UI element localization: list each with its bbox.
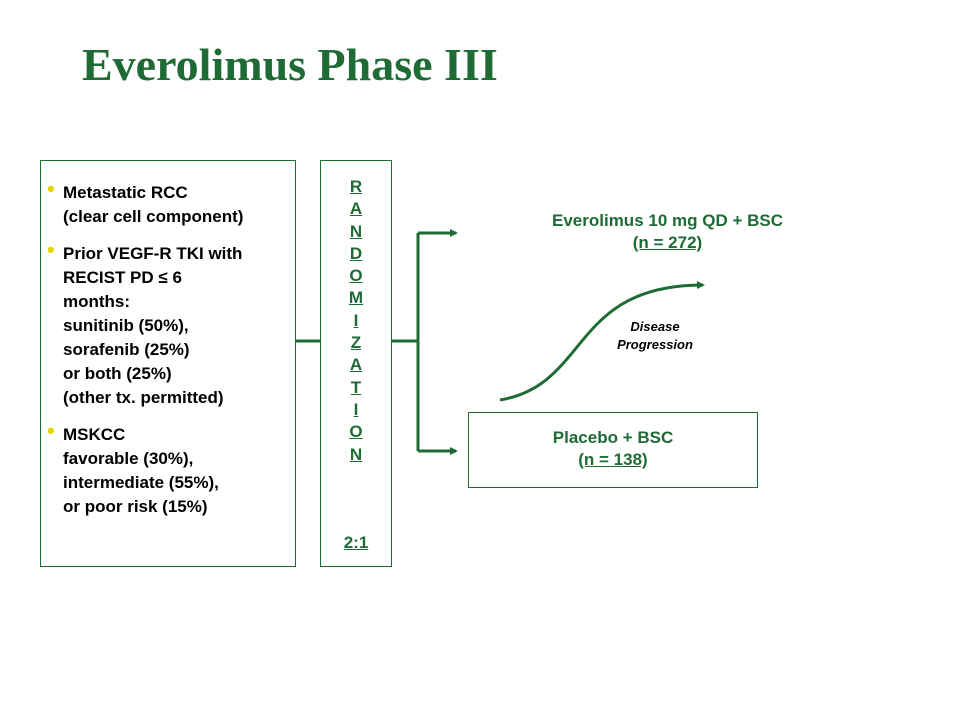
criterion-line: or both (25%) <box>63 364 172 383</box>
eligibility-box: • Metastatic RCC (clear cell component) … <box>40 160 296 567</box>
eligibility-list: • Metastatic RCC (clear cell component) … <box>41 177 297 532</box>
bullet-icon: • <box>47 176 55 201</box>
bullet-icon: • <box>47 237 55 262</box>
rand-letter: D <box>349 243 363 263</box>
criterion-line: months: <box>63 292 131 311</box>
crossover-curve-arrow <box>499 281 705 402</box>
everolimus-arm-label: Everolimus 10 mg QD + BSC <box>552 211 783 230</box>
rand-letter: I <box>353 399 359 419</box>
everolimus-arm-n: (n = 272) <box>632 233 703 252</box>
rand-letter: A <box>349 199 363 219</box>
rand-letter: O <box>349 266 363 286</box>
rand-letter: N <box>349 444 363 464</box>
rand-letter: A <box>349 355 363 375</box>
crossover-label-line1: Disease <box>630 319 680 334</box>
everolimus-arm: Everolimus 10 mg QD + BSC (n = 272) <box>490 210 845 254</box>
randomization-box: R A N D O M I Z A T I O N <box>320 160 392 567</box>
criterion-line: sorafenib (25%) <box>63 340 190 359</box>
placebo-arm-n: (n = 138) <box>578 450 648 469</box>
rand-letter: N <box>349 221 363 241</box>
criterion-line: Metastatic RCC <box>63 183 188 202</box>
crossover-label-line2: Progression <box>617 337 693 352</box>
page-title: Everolimus Phase III <box>82 39 498 90</box>
rand-letter: T <box>350 377 362 397</box>
randomization-label: R A N D O M I Z A T I O N <box>321 176 391 466</box>
criterion-line: RECIST PD ≤ 6 <box>63 268 182 287</box>
criterion-line: intermediate (55%), <box>63 473 219 492</box>
criterion-item: • MSKCC favorable (30%), intermediate (5… <box>41 419 297 519</box>
rand-letter: O <box>349 422 363 442</box>
rand-letter: M <box>348 288 364 308</box>
criterion-line: or poor risk (15%) <box>63 497 208 516</box>
rand-letter: I <box>353 310 359 330</box>
criterion-line: Prior VEGF-R TKI with <box>63 244 243 263</box>
randomization-ratio: 2:1 <box>343 533 369 552</box>
criterion-line: (clear cell component) <box>63 207 244 226</box>
bullet-icon: • <box>47 418 55 443</box>
rand-letter: Z <box>350 333 362 353</box>
criterion-line: (other tx. permitted) <box>63 388 224 407</box>
crossover-label: Disease Progression <box>595 318 715 354</box>
rand-letter: R <box>349 177 363 196</box>
criterion-item: • Metastatic RCC (clear cell component) <box>41 177 297 229</box>
criterion-item: • Prior VEGF-R TKI with RECIST PD ≤ 6 mo… <box>41 238 297 410</box>
criterion-line: sunitinib (50%), <box>63 316 189 335</box>
placebo-arm-label: Placebo + BSC <box>552 428 674 447</box>
criterion-line: favorable (30%), <box>63 449 194 468</box>
criterion-line: MSKCC <box>63 425 126 444</box>
placebo-arm-box: Placebo + BSC (n = 138) <box>468 412 758 488</box>
